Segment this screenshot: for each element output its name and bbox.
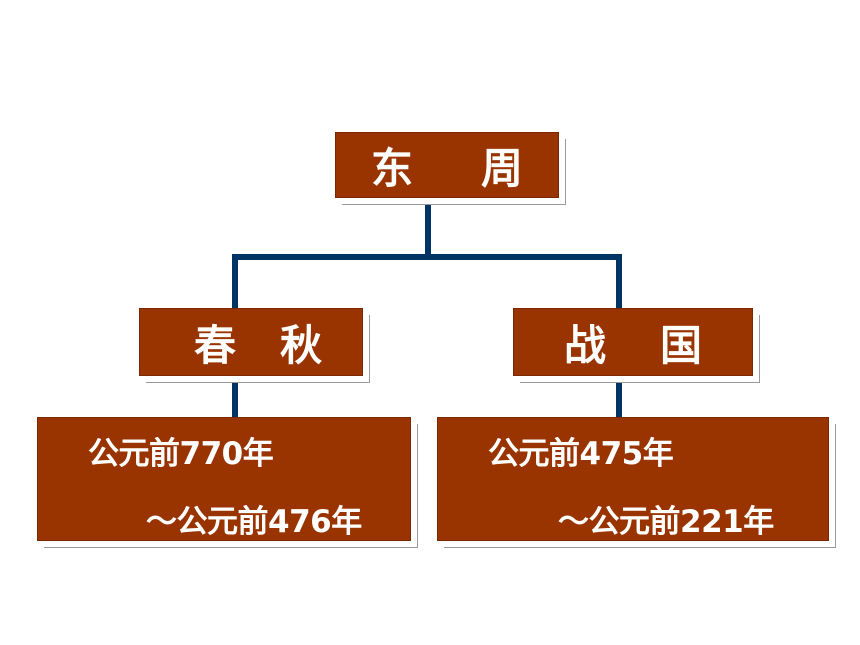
- branch-node-char-2: 秋: [280, 320, 323, 370]
- date-range-start: 公元前770年: [88, 436, 274, 472]
- chunqiu-date-range: 公元前770年 ～公元前476年: [37, 417, 411, 541]
- root-node-dongzhou: 东 周: [335, 132, 559, 198]
- date-range-end: ～公元前476年: [146, 504, 362, 540]
- date-range-end: ～公元前221年: [558, 504, 774, 540]
- zhanguo-date-range: 公元前475年 ～公元前221年: [437, 417, 829, 541]
- branch-node-char-1: 战: [563, 320, 606, 370]
- branch-node-char-2: 国: [660, 320, 703, 370]
- branch-node-chunqiu: 春 秋: [139, 308, 363, 376]
- date-range-start: 公元前475年: [488, 436, 674, 472]
- branch-node-zhanguo: 战 国: [513, 308, 753, 376]
- root-node-char-1: 东: [370, 143, 413, 193]
- root-node-char-2: 周: [481, 143, 524, 193]
- branch-node-char-1: 春: [193, 320, 236, 370]
